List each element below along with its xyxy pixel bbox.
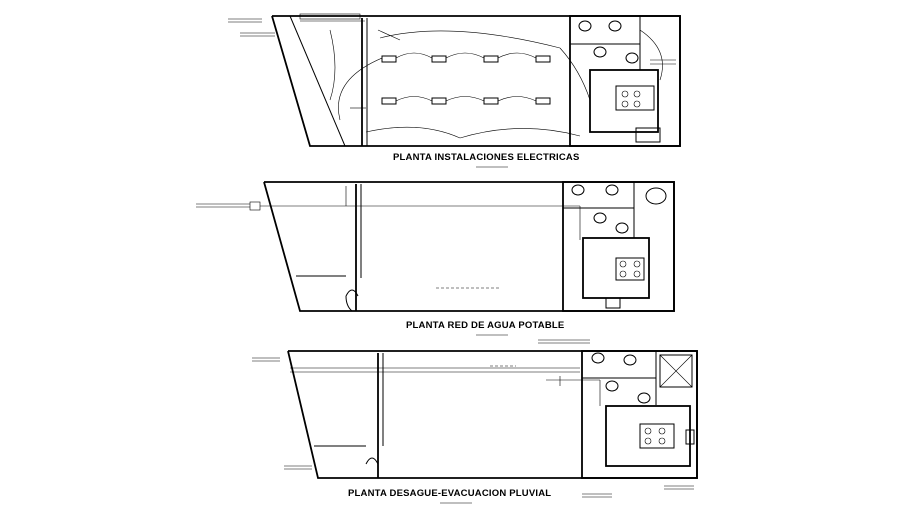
electrical-plan: PLANTA INSTALACIONES ELECTRICAS: [228, 13, 681, 168]
plan-title-water: PLANTA RED DE AGUA POTABLE: [406, 320, 564, 331]
plan-title-drainage: PLANTA DESAGUE-EVACUACION PLUVIAL: [348, 488, 551, 499]
water-plan: PLANTA RED DE AGUA POTABLE: [196, 181, 675, 336]
drainage-plan: PLANTA DESAGUE-EVACUACION PLUVIAL: [252, 339, 698, 504]
plan-title-electrical: PLANTA INSTALACIONES ELECTRICAS: [393, 152, 580, 163]
